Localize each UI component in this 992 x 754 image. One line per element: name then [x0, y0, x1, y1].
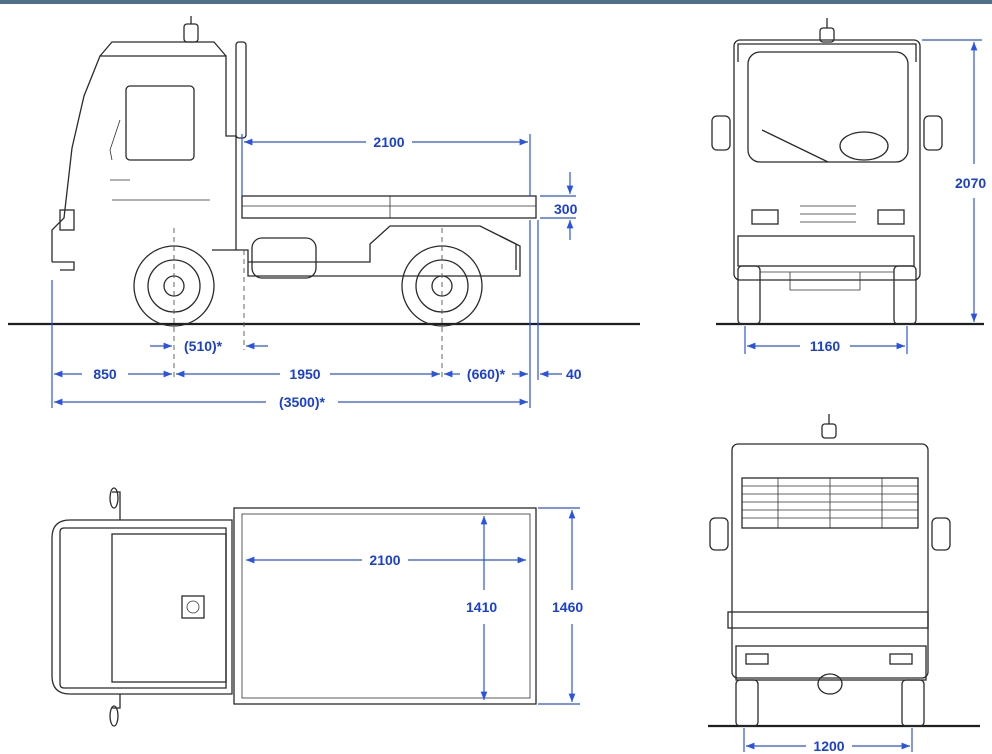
front-track-label: 1160 — [810, 338, 841, 354]
grille — [800, 205, 856, 223]
right-mirror — [931, 517, 951, 551]
front-body — [733, 39, 921, 281]
beacon-icon — [183, 23, 199, 43]
cab-roof — [99, 41, 227, 57]
cab-roof-panel — [111, 533, 227, 683]
side-rear-offset-label: (510)* — [184, 338, 223, 354]
right-taillight — [889, 653, 913, 665]
beacon-top-circle — [186, 600, 200, 614]
rear-track-label: 1200 — [813, 738, 844, 754]
right-headlight — [877, 209, 905, 225]
right-front-tire — [893, 265, 917, 325]
top-border-strip — [0, 0, 992, 4]
left-front-tire — [737, 265, 761, 325]
side-front-overhang-label: 850 — [93, 366, 117, 382]
windshield — [747, 51, 909, 163]
headlight — [59, 209, 75, 231]
front-bumper — [52, 261, 75, 271]
beacon-icon — [821, 423, 837, 439]
exhaust-stack — [235, 41, 247, 139]
left-rear-tire — [735, 679, 759, 727]
side-overall-length-label: (3500)* — [279, 394, 325, 410]
steering-wheel — [839, 131, 889, 161]
left-mirror — [711, 115, 731, 151]
front-height-label: 2070 — [955, 175, 986, 191]
left-headlight — [751, 209, 779, 225]
right-mirror — [923, 115, 943, 151]
rear-view: 1200 — [708, 414, 980, 754]
front-axle — [760, 271, 894, 291]
cab-top-inner — [59, 527, 227, 689]
cab-window — [125, 85, 195, 161]
right-rear-tire — [901, 679, 925, 727]
front-roof — [737, 43, 917, 62]
rear-mudguard — [499, 235, 517, 270]
cab-top-outline — [51, 519, 233, 695]
top-bed-length-label: 2100 — [369, 552, 400, 568]
left-mirror — [709, 517, 729, 551]
beacon-top-icon — [181, 595, 205, 619]
rear-grille-mesh — [742, 478, 918, 528]
side-wheelbase-label: 1950 — [289, 366, 320, 382]
fuel-tank — [251, 237, 317, 279]
mirror-left-top — [109, 487, 119, 509]
rear-bed-edge — [727, 611, 929, 629]
top-view: 2100 1410 1460 — [51, 487, 583, 727]
mirror-right-top — [109, 705, 119, 727]
flatbed-top-inner — [241, 513, 531, 699]
cab-details — [109, 119, 210, 201]
side-tail-gap-label: 40 — [566, 366, 582, 382]
side-rear-overhang-label: (660)* — [467, 366, 506, 382]
wiper — [761, 129, 829, 163]
top-bed-inner-width-label: 1410 — [466, 599, 497, 615]
cab-outline — [51, 55, 237, 262]
rear-body — [731, 443, 929, 679]
side-bed-height-label: 300 — [554, 201, 578, 217]
rear-bumper — [735, 645, 927, 681]
side-view: 2100 300 (510)* 850 1950 (660)* 40 (3500… — [8, 16, 640, 410]
side-mirrors-top — [112, 491, 121, 709]
top-bed-outer-width-label: 1460 — [552, 599, 583, 615]
tow-hitch — [817, 673, 843, 695]
front-view: 2070 1160 — [711, 18, 986, 354]
left-taillight — [745, 653, 769, 665]
side-bed-length-label: 2100 — [373, 134, 404, 150]
flatbed-top — [233, 507, 537, 705]
front-bumper — [737, 235, 915, 267]
flatbed — [241, 195, 537, 219]
